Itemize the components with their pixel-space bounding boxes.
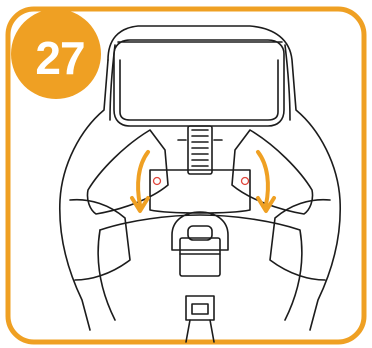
left-shoulder-pad [87,130,168,214]
step-number-badge: 27 [11,9,101,99]
right-side-wing [270,200,330,280]
shell-inner-right [285,45,290,120]
ring-marker-left [154,178,161,185]
left-side-wing [70,200,130,280]
seat-back-panel [150,170,250,213]
step-number: 27 [35,35,84,81]
buckle-latch [180,238,220,276]
crotch-strap [186,296,214,320]
ring-marker-right [242,178,249,185]
seat-shell-left [60,60,108,330]
seat-shell-outline [108,26,340,330]
headrest-inner [120,60,278,120]
headrest [114,40,284,126]
